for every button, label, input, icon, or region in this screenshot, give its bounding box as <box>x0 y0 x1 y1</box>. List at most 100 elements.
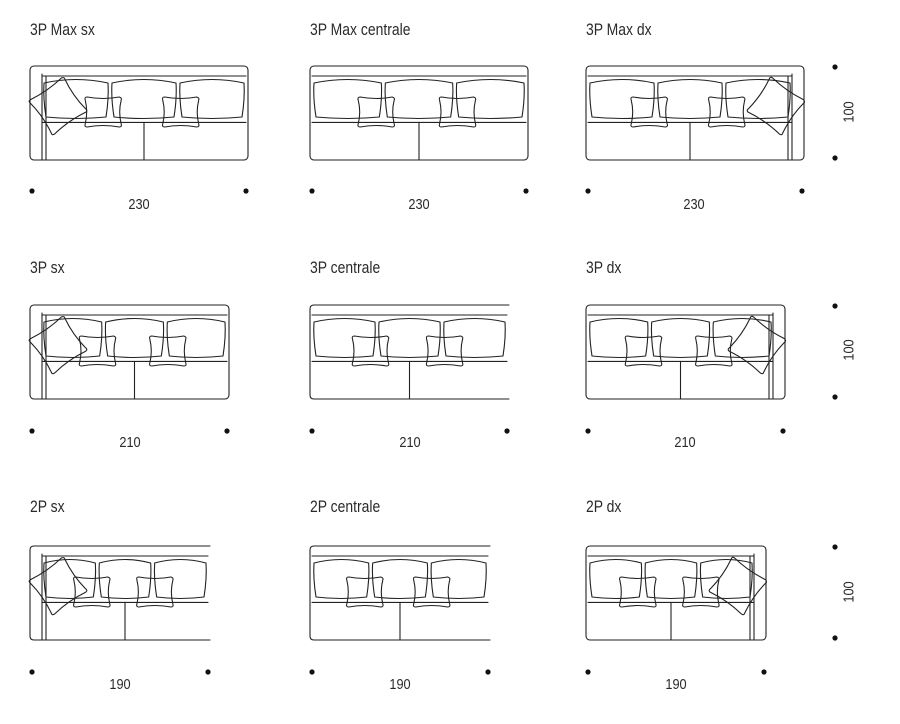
sofa-module <box>309 545 491 641</box>
width-label-3p-centrale: 210 <box>399 434 421 451</box>
dimension-dot <box>309 669 315 675</box>
cushion <box>161 96 200 128</box>
back-cushion <box>725 78 791 120</box>
depth-dot <box>832 394 838 400</box>
dimension-dot <box>205 669 211 675</box>
cushion <box>28 557 88 616</box>
dimension-dot <box>761 669 767 675</box>
dimension-dot <box>780 428 786 434</box>
back-cushion <box>98 558 152 600</box>
back-cushion <box>43 78 109 120</box>
width-label-3p-dx: 210 <box>674 434 696 451</box>
back-cushion <box>455 78 525 120</box>
width-label-3p-max-dx: 230 <box>683 196 705 213</box>
sofa-frame <box>585 65 805 161</box>
sofa-frame <box>309 545 491 641</box>
back-cushion <box>699 558 753 600</box>
cushion <box>73 576 111 608</box>
back-cushion <box>43 558 97 600</box>
depth-dot <box>832 155 838 161</box>
cushion <box>357 96 395 128</box>
cushion <box>28 77 88 136</box>
module-title-2p-dx: 2P dx <box>586 497 622 516</box>
dimension-dot <box>585 188 591 194</box>
module-title-3p-sx: 3P sx <box>30 258 65 277</box>
cushion <box>84 96 122 128</box>
back-cushion <box>153 558 207 600</box>
dimension-dot <box>585 428 591 434</box>
depth-dot <box>832 635 838 641</box>
sofa-frame <box>585 304 786 400</box>
width-label-2p-sx: 190 <box>109 676 131 693</box>
width-label-2p-dx: 190 <box>665 676 687 693</box>
dimension-dot <box>224 428 230 434</box>
width-label-3p-sx: 210 <box>119 434 141 451</box>
depth-dot <box>832 544 838 550</box>
sofa-frame <box>585 545 767 641</box>
cushion <box>619 576 657 608</box>
dimension-dot <box>29 669 35 675</box>
back-cushion <box>657 78 723 120</box>
sofa-module <box>585 545 768 641</box>
back-cushion <box>430 558 487 600</box>
back-cushion <box>712 317 772 359</box>
dimension-dot <box>585 669 591 675</box>
width-label-2p-centrale: 190 <box>389 676 411 693</box>
dimension-dot <box>243 188 249 194</box>
depth-dot <box>832 303 838 309</box>
module-title-3p-max-centrale: 3P Max centrale <box>310 20 411 39</box>
width-label-3p-max-sx: 230 <box>128 196 150 213</box>
depth-dot <box>832 64 838 70</box>
sofa-frame <box>29 65 249 161</box>
sofa-module <box>309 65 529 161</box>
cushion <box>351 335 390 367</box>
back-cushion <box>179 78 245 120</box>
cushion <box>707 96 746 128</box>
back-cushion <box>43 317 103 359</box>
sofa-module <box>28 545 211 641</box>
module-title-2p-sx: 2P sx <box>30 497 65 516</box>
module-title-3p-dx: 3P dx <box>586 258 622 277</box>
back-cushion <box>644 558 698 600</box>
cushion <box>78 335 117 367</box>
sofa-frame <box>309 304 510 400</box>
module-title-2p-centrale: 2P centrale <box>310 497 381 516</box>
width-label-3p-max-centrale: 230 <box>408 196 430 213</box>
dimension-dot <box>309 188 315 194</box>
back-cushion <box>589 317 649 359</box>
sofa-frame <box>29 304 230 400</box>
sofa-module <box>28 304 230 400</box>
sofa-module <box>309 304 510 400</box>
cushion <box>346 576 384 608</box>
dimension-dot <box>485 669 491 675</box>
back-cushion <box>384 78 454 120</box>
back-cushion <box>650 317 711 359</box>
cushion <box>624 335 663 367</box>
cushion <box>412 576 451 608</box>
sofa-module <box>585 65 806 161</box>
cushion <box>695 335 733 367</box>
cushion <box>149 335 187 367</box>
back-cushion <box>443 317 506 359</box>
cushion <box>727 315 787 375</box>
dimension-dot <box>504 428 510 434</box>
back-cushion <box>313 317 376 359</box>
back-cushion <box>104 317 165 359</box>
cushion <box>425 335 464 367</box>
dimension-dot <box>29 428 35 434</box>
dimension-dot <box>523 188 529 194</box>
module-title-3p-max-sx: 3P Max sx <box>30 20 95 39</box>
back-cushion <box>371 558 429 600</box>
cushion <box>28 316 88 375</box>
dimension-dot <box>29 188 35 194</box>
back-cushion <box>111 78 177 120</box>
cushion <box>438 96 477 128</box>
back-cushion <box>589 558 643 600</box>
back-cushion <box>589 78 655 120</box>
back-cushion <box>313 78 383 120</box>
dimension-dot <box>309 428 315 434</box>
cushion <box>682 576 720 608</box>
back-cushion <box>378 317 441 359</box>
module-title-3p-max-dx: 3P Max dx <box>586 20 652 39</box>
